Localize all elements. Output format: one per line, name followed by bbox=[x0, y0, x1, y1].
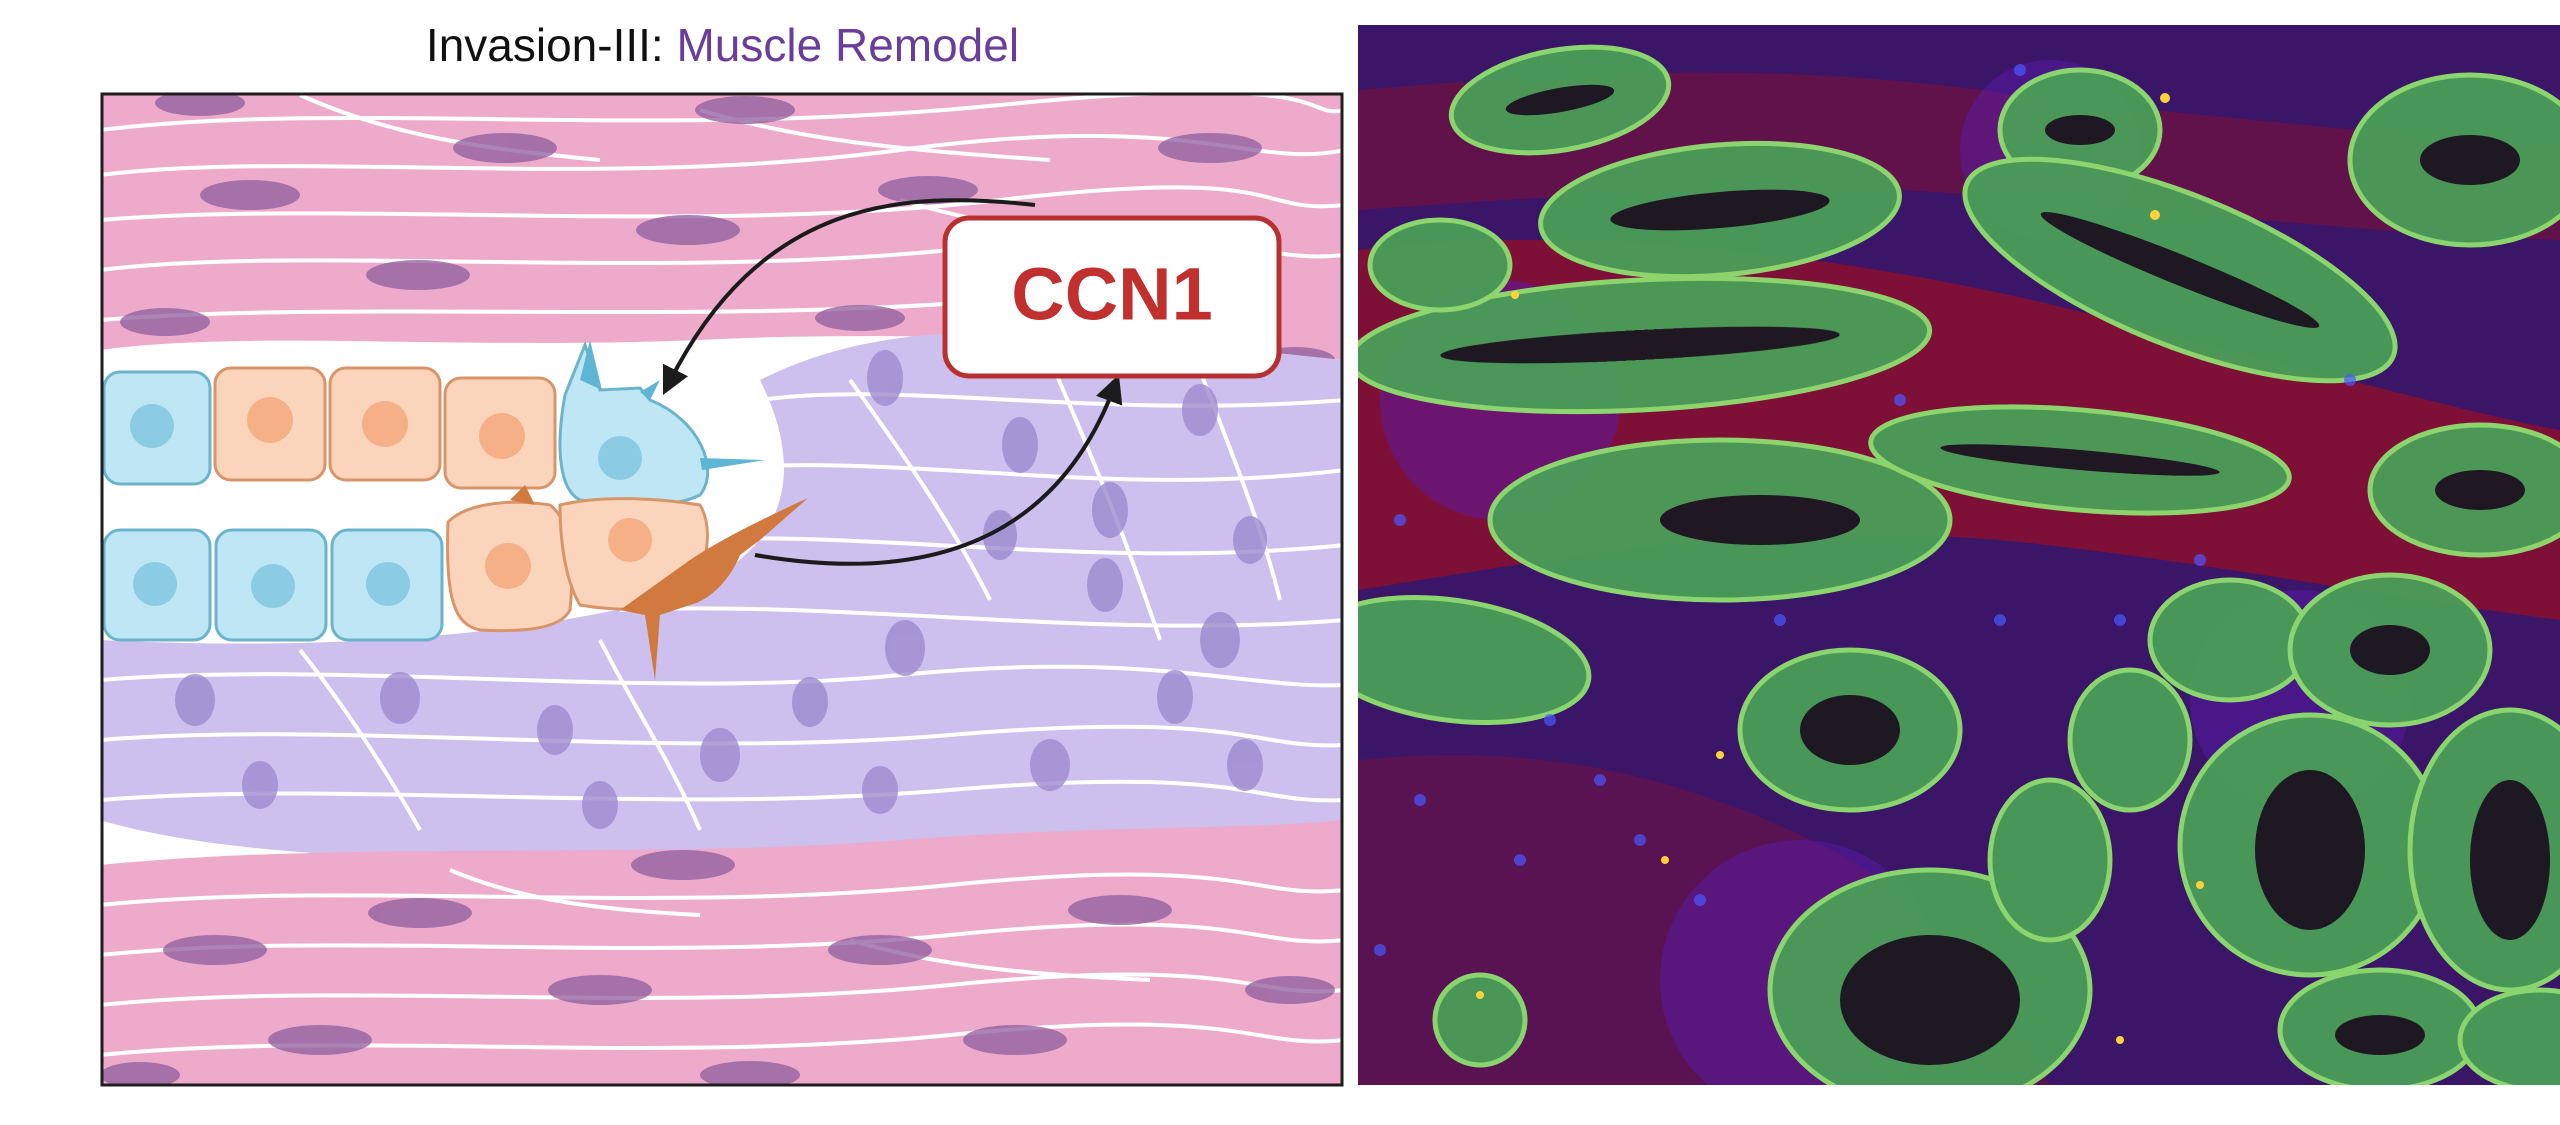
remodeled-muscle-cells bbox=[102, 332, 1342, 864]
arrow-from-ccn1 bbox=[662, 198, 1036, 396]
muscle-fibers-bottom bbox=[102, 820, 1342, 1085]
title-prefix: Invasion-III: bbox=[425, 19, 677, 71]
muscle-nuclei-top bbox=[120, 94, 1335, 373]
schematic-border bbox=[100, 92, 1344, 1087]
epithelial-row-top bbox=[102, 340, 765, 507]
schematic-panel bbox=[102, 94, 1342, 1085]
title-highlight: Muscle Remodel bbox=[676, 19, 1020, 71]
figure-title: Invasion-III: Muscle Remodel bbox=[100, 10, 1345, 80]
signal-arrows bbox=[662, 198, 1123, 566]
invasive-protrusion bbox=[620, 498, 808, 680]
ccn1-label: CCN1 bbox=[1011, 253, 1212, 336]
ccn1-label-box: CCN1 bbox=[942, 215, 1282, 379]
epithelial-row-bottom bbox=[102, 497, 709, 642]
microscopy-image bbox=[1358, 25, 2560, 1085]
arrow-to-ccn1 bbox=[754, 374, 1123, 566]
